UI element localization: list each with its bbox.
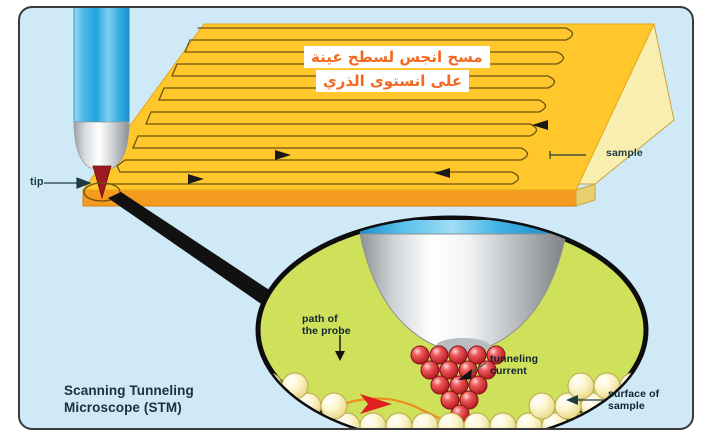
sample-front-face [82,189,577,207]
arrow-left-icon [458,369,472,380]
sample-label: sample [606,147,643,159]
arrow-left-icon [532,120,548,130]
surface-leader-group [566,395,604,405]
arabic-caption-line1: مسح انجس لسطح عينة [304,46,490,68]
probe-body [73,8,130,123]
tunneling-label-line2: current [490,365,527,378]
path-arrow-group [335,335,345,361]
probe-collar [73,121,130,169]
scan-direction-arrows [188,120,548,184]
surface-label-line1: surface of [608,388,660,400]
tunneling-current-label: tunneling current [490,353,538,377]
arrow-left-icon [434,168,450,178]
arrow-right-icon [76,177,92,189]
figure-title-line2: Microscope (STM) [64,399,182,415]
probe-tip [92,165,112,200]
figure-title: Scanning Tunneling Microscope (STM) [64,383,194,417]
sample-front-bevel [575,183,596,207]
leader-lines [44,154,586,189]
surface-label-line2: sample [608,400,645,413]
tip-focus-circle [83,182,121,202]
tunneling-label-line1: tunneling [490,353,539,365]
arabic-caption-line2: على انستوى الذري [316,70,470,92]
arrow-left-icon [566,395,578,405]
figure-frame: tip sample path of the probe tunneling c… [18,6,694,430]
tip-atom-cluster [410,345,506,424]
path-label-line2: the probe [302,325,351,338]
figure-title-line1: Scanning Tunneling [64,383,194,398]
arrow-right-icon [275,150,291,160]
path-of-probe-label: path of the probe [302,313,351,337]
path-label-line1: path of [302,313,338,325]
raster-scan-path [103,27,574,185]
tunneling-leader-group [458,362,487,380]
tip-label: tip [30,176,44,188]
probe-path-line [337,397,491,428]
stm-illustration [44,8,675,428]
probe-assembly [73,8,130,202]
arrow-right-icon [188,174,204,184]
arrow-right-icon [360,394,392,414]
arrow-down-icon [335,351,345,361]
surface-of-sample-label: surface of sample [608,388,659,412]
